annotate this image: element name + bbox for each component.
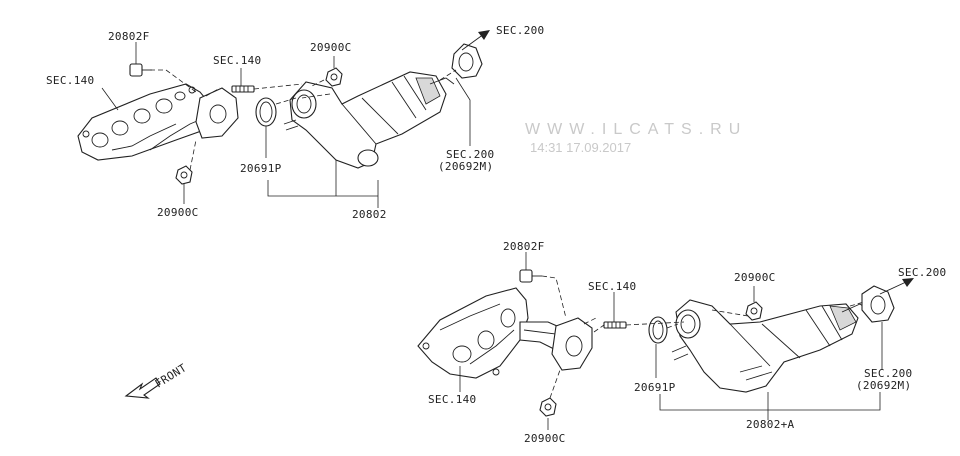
- label-lower-sec140-manifold: SEC.140: [428, 393, 476, 406]
- upper-nut-bottom: [175, 165, 193, 185]
- label-lower-gasket: 20691P: [634, 381, 676, 394]
- label-upper-sec200-gasket-part: (20692M): [438, 160, 493, 173]
- lower-nut-bottom: [539, 397, 557, 417]
- lower-nut-top: [745, 301, 763, 321]
- label-upper-nut-top: 20900C: [310, 41, 352, 54]
- upper-nut-top: [325, 67, 343, 87]
- label-lower-nut-bottom: 20900C: [524, 432, 566, 445]
- lower-catalytic-converter: [671, 299, 869, 393]
- label-lower-bolt: 20802F: [503, 240, 545, 253]
- lower-stud-bolt: [603, 321, 627, 329]
- label-lower-sec200-gasket: SEC.200: [864, 367, 912, 380]
- lower-arrow-to-sec200: [879, 278, 914, 295]
- upper-manifold-bolt: [129, 63, 152, 77]
- upper-ring-gasket: [255, 97, 277, 127]
- upper-catalytic-converter: [283, 71, 455, 169]
- label-upper-sec200-gasket: SEC.200: [446, 148, 494, 161]
- label-upper-assembly: 20802: [352, 208, 387, 221]
- label-lower-sec200-arrow: SEC.200: [898, 266, 946, 279]
- upper-stud-bolt: [231, 85, 255, 93]
- label-lower-assembly: 20802+A: [746, 418, 795, 431]
- label-front: FRONT: [153, 361, 189, 390]
- label-upper-sec200-arrow: SEC.200: [496, 24, 544, 37]
- upper-arrow-to-sec200: [461, 30, 490, 51]
- watermark-timestamp: 14:31 17.09.2017: [530, 140, 631, 155]
- label-upper-bolt: 20802F: [108, 30, 150, 43]
- upper-outlet-gasket: [451, 43, 483, 79]
- label-upper-sec140-manifold: SEC.140: [46, 74, 94, 87]
- label-lower-sec140-stud: SEC.140: [588, 280, 636, 293]
- upper-manifold-flange: [195, 87, 239, 139]
- label-lower-nut-top: 20900C: [734, 271, 776, 284]
- watermark-site: WWW.ILCATS.RU: [525, 121, 747, 138]
- label-upper-sec140-stud: SEC.140: [213, 54, 261, 67]
- upper-exhaust-manifold: [77, 83, 215, 161]
- lower-exhaust-manifold: [417, 287, 529, 379]
- label-lower-sec200-gasket-part: (20692M): [856, 379, 911, 392]
- lower-manifold-flange: [551, 317, 593, 371]
- front-direction-arrow: FRONT: [124, 361, 189, 399]
- lower-outlet-gasket: [861, 285, 895, 323]
- lower-ring-gasket: [648, 316, 668, 344]
- label-upper-nut-bottom: 20900C: [157, 206, 199, 219]
- label-upper-gasket: 20691P: [240, 162, 282, 175]
- lower-manifold-bolt: [519, 269, 542, 283]
